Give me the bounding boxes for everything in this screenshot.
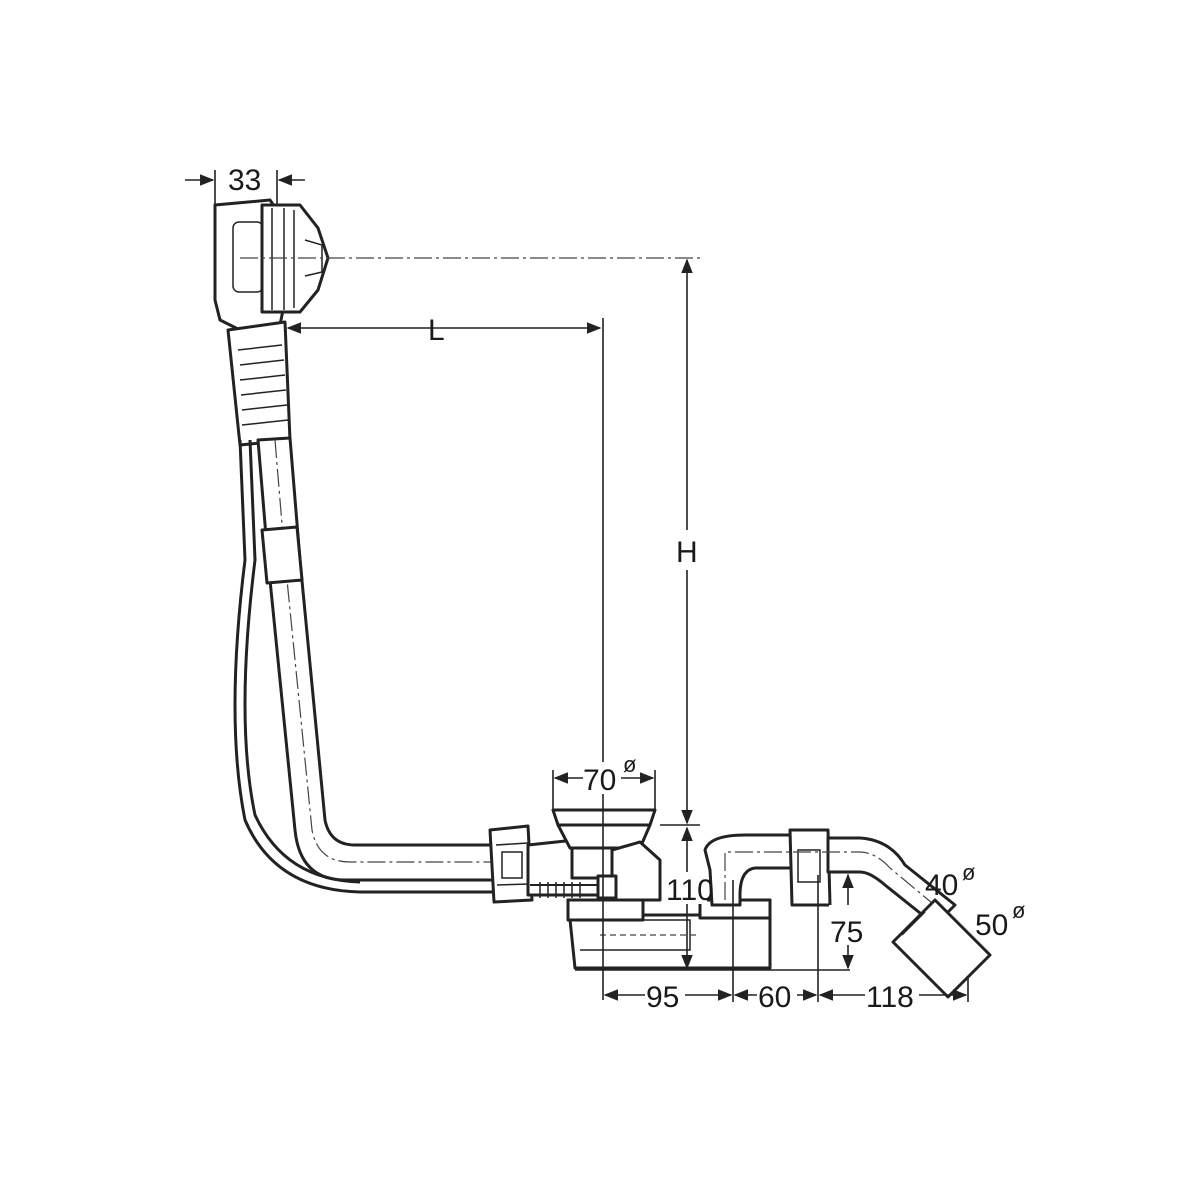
dim-33-label: 33 bbox=[228, 164, 261, 197]
bowden-cable bbox=[233, 439, 540, 894]
dim-75-label: 75 bbox=[830, 916, 863, 949]
dim-L-label: L bbox=[428, 314, 445, 347]
dim-50-label: 50 bbox=[975, 909, 1008, 942]
dim-40-diameter-symbol: ø bbox=[962, 860, 975, 885]
dim-70-diameter-symbol: ø bbox=[623, 752, 636, 777]
dim-70-label: 70 bbox=[583, 764, 616, 797]
overflow-head bbox=[213, 198, 330, 332]
overflow-pipe bbox=[256, 436, 502, 882]
dim-40-label: 40 bbox=[925, 869, 958, 902]
dim-H-label: H bbox=[676, 536, 698, 569]
dim-60-label: 60 bbox=[758, 981, 791, 1014]
overflow-connector bbox=[226, 320, 292, 447]
union-nut-left bbox=[488, 824, 534, 904]
dim-95-label: 95 bbox=[646, 981, 679, 1014]
dim-118-label: 118 bbox=[866, 981, 914, 1014]
dim-110-label: 110 bbox=[666, 874, 714, 907]
dim-50-diameter-symbol: ø bbox=[1012, 898, 1025, 923]
